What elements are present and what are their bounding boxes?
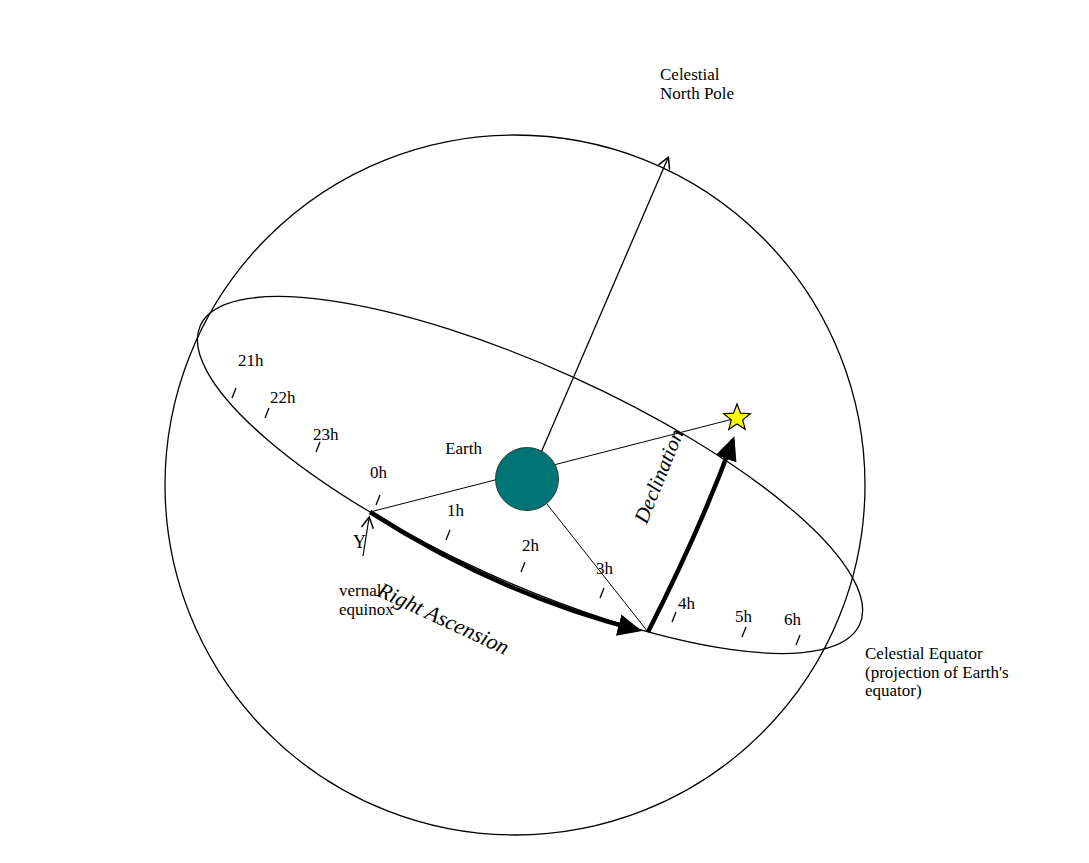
earth-globe: Earth — [495, 447, 559, 511]
hour-tick — [600, 588, 604, 598]
hour-tick — [796, 635, 800, 645]
earth-label: Earth — [445, 440, 482, 459]
hour-ticks — [232, 388, 800, 645]
text-label: Celestial Equator (projection of Earth's… — [865, 645, 1010, 701]
pole-arrow — [540, 158, 668, 455]
hour-label: 5h — [735, 608, 752, 627]
hour-label: 3h — [596, 560, 613, 579]
hour-tick — [742, 627, 746, 637]
hour-label: 4h — [678, 595, 695, 614]
hour-label: 2h — [522, 537, 539, 556]
hour-label: 0h — [370, 464, 387, 483]
hour-label: 1h — [447, 502, 464, 521]
hour-tick — [521, 562, 525, 572]
hour-label: 23h — [313, 426, 339, 445]
text-label: Right Ascension — [374, 578, 513, 660]
text-label: Celestial North Pole — [660, 66, 740, 103]
text-label: vernal equinox — [339, 582, 401, 619]
hour-label: 6h — [784, 611, 801, 630]
hour-label: 21h — [238, 352, 264, 371]
hour-label: 22h — [270, 389, 296, 408]
hour-tick — [446, 530, 450, 540]
hour-tick — [376, 495, 380, 505]
hour-tick — [232, 388, 236, 398]
celestial-equator — [156, 228, 904, 722]
text-label: Declination — [630, 426, 689, 527]
text-label: Υ — [353, 533, 366, 553]
star — [724, 404, 751, 429]
hour-tick — [672, 612, 676, 622]
hour-tick — [265, 408, 269, 418]
